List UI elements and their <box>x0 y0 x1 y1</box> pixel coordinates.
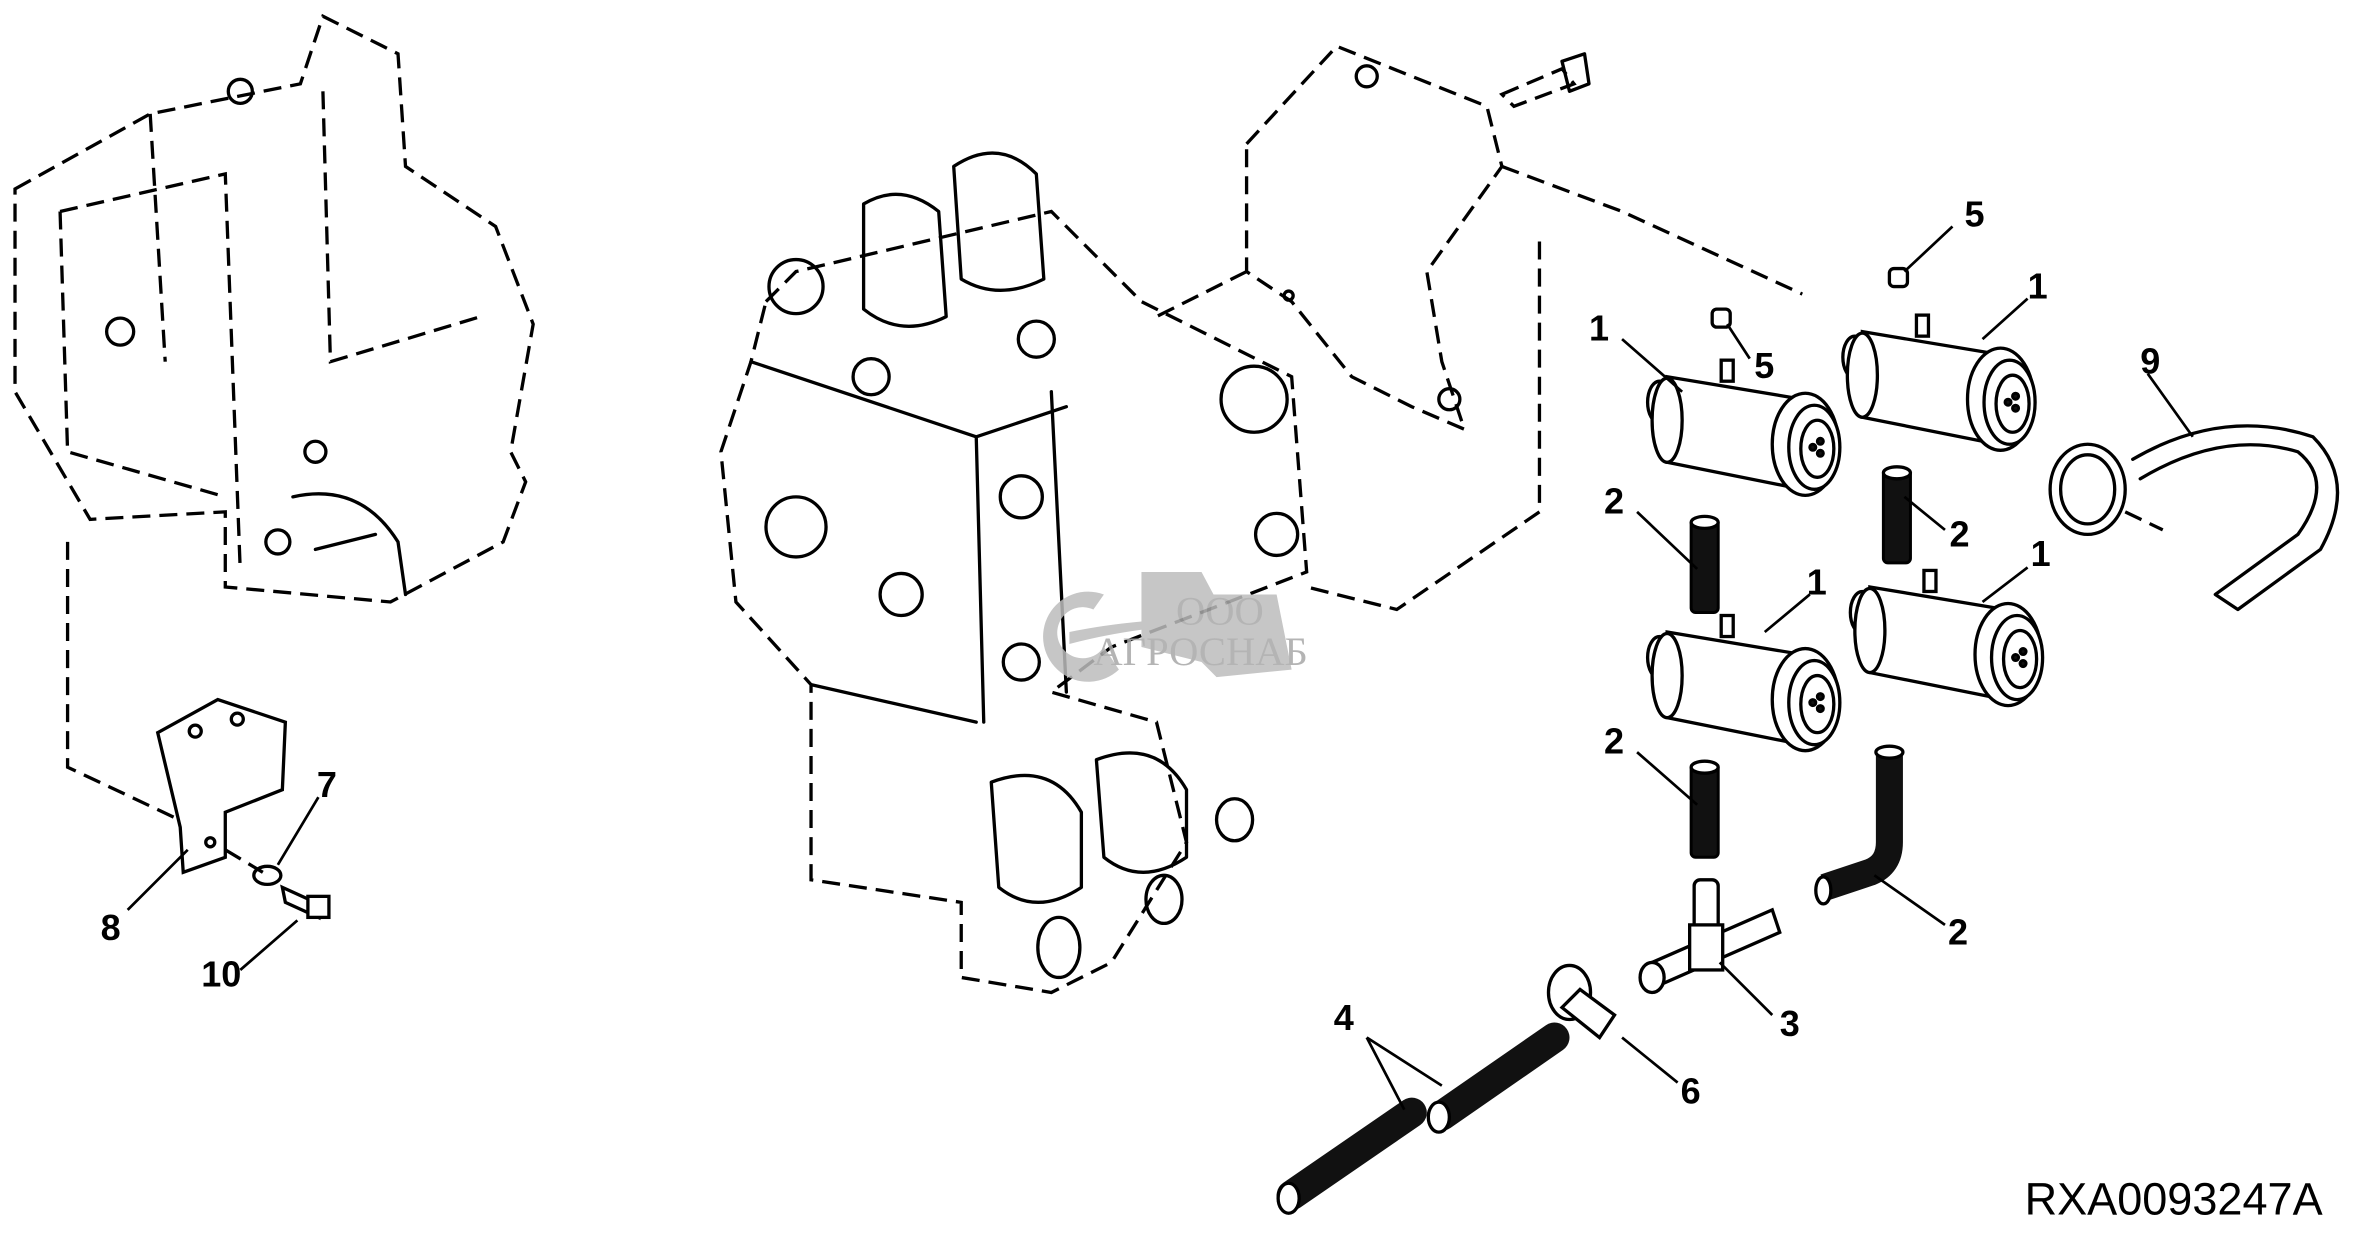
callout-4: 4 <box>1334 997 1354 1038</box>
leader-lines <box>126 225 2194 1111</box>
callout-7: 7 <box>317 764 337 805</box>
callout-2: 2 <box>1604 721 1624 762</box>
coupler-upper-left <box>1645 358 1842 497</box>
drawing-reference-code: RXA0093247A <box>2025 1174 2323 1225</box>
tee-fitting-3 <box>1638 878 1782 995</box>
callout-labels: 5 1 1 5 9 2 2 1 1 2 7 2 8 3 10 4 6 <box>101 194 2161 1112</box>
callout-5: 5 <box>1965 194 1985 235</box>
callout-9: 9 <box>2140 341 2160 382</box>
control-valve-assembly <box>719 151 1309 995</box>
bracket-bolt <box>1499 52 1591 109</box>
coupler-lower-left <box>1645 613 1842 753</box>
hose-4 <box>1276 1022 1570 1215</box>
callout-1: 1 <box>2031 533 2051 574</box>
elbow-hose-2 <box>1814 744 1905 906</box>
dust-cap-5 <box>1710 266 1910 329</box>
bolt-10 <box>280 884 331 921</box>
coupler-lower-right <box>1848 568 2045 708</box>
callout-2: 2 <box>1949 513 1969 554</box>
callout-3: 3 <box>1780 1003 1800 1044</box>
callout-1: 1 <box>1589 308 1609 349</box>
valve-bracket <box>1244 44 1504 433</box>
callout-1: 1 <box>2028 266 2048 307</box>
callout-2: 2 <box>1604 480 1624 521</box>
callout-1: 1 <box>1807 561 1827 602</box>
callout-2: 2 <box>1948 911 1968 952</box>
callout-6: 6 <box>1681 1071 1701 1112</box>
watermark-logo: ООО АГРОСНАБ <box>1043 571 1308 682</box>
clamp-6 <box>1546 963 1617 1040</box>
coupler-upper-right <box>1841 313 2037 452</box>
callout-8: 8 <box>101 907 121 948</box>
watermark-prefix: ООО <box>1176 589 1264 634</box>
watermark-name: АГРОСНАБ <box>1093 629 1307 674</box>
callout-5: 5 <box>1754 345 1774 386</box>
strap-9 <box>2048 424 2340 612</box>
callout-10: 10 <box>201 953 241 994</box>
transmission-housing <box>13 13 535 829</box>
bracket-8 <box>155 697 288 875</box>
